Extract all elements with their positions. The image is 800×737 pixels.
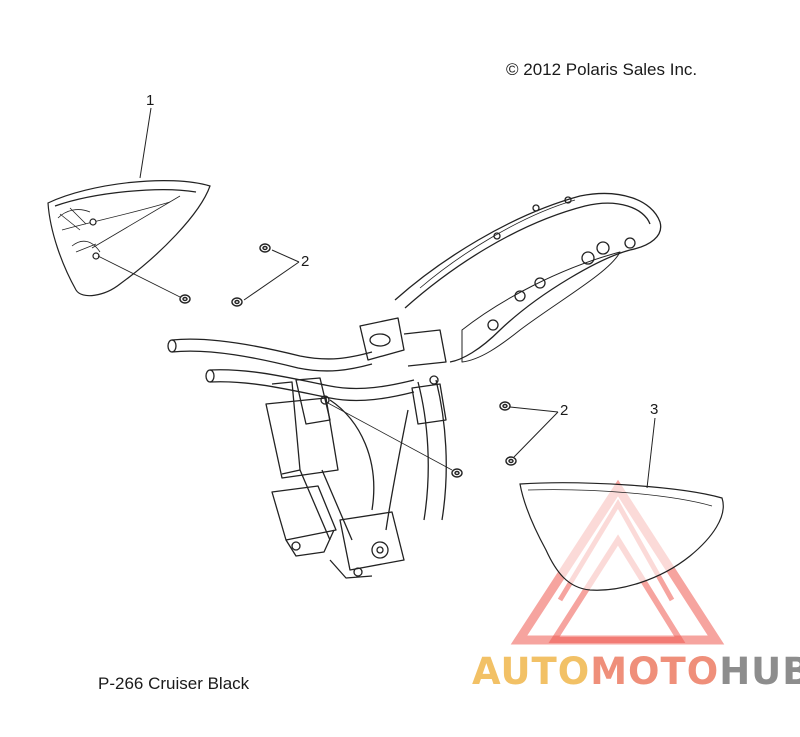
watermark-part-2: MOTO	[590, 650, 720, 693]
diagram-caption: P-266 Cruiser Black	[98, 674, 250, 693]
callout-2-upper: 2	[301, 253, 310, 270]
leader-lines	[91, 107, 656, 489]
callout-3: 3	[650, 401, 659, 418]
callout-1: 1	[146, 92, 155, 109]
watermark-part-1: AUTO	[472, 650, 591, 693]
watermark-part-3: HUB	[719, 650, 800, 693]
callout-2-lower: 2	[560, 402, 569, 419]
side-cover-left	[47, 179, 211, 297]
motorcycle-frame	[167, 192, 662, 579]
grommet-set-upper	[179, 243, 271, 307]
copyright-notice: © 2012 Polaris Sales Inc.	[506, 60, 698, 79]
grommet-set-lower	[451, 401, 517, 478]
watermark-wordmark: AUTOMOTOHUB	[472, 653, 800, 690]
side-cover-right	[519, 482, 724, 591]
